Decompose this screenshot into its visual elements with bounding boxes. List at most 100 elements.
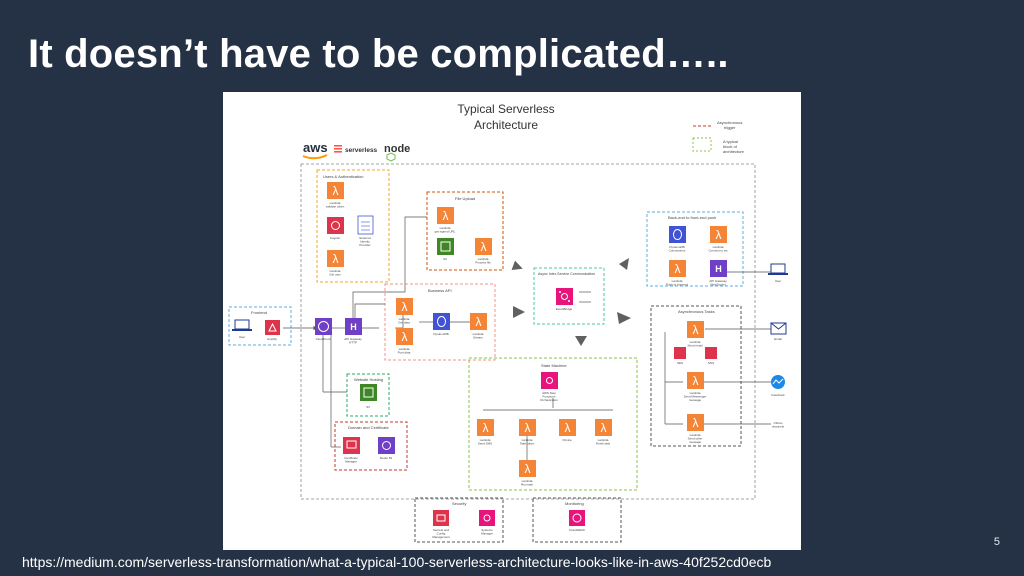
svg-text:Domain and Certificate: Domain and Certificate: [348, 425, 389, 430]
page-number: 5: [993, 536, 1000, 548]
svg-text:File Upload: File Upload: [455, 196, 475, 201]
svg-text:Monitoring: Monitoring: [565, 501, 584, 506]
group-website-hosting: Website Hosting: [346, 373, 390, 417]
legend-async-text2: trigger: [724, 125, 736, 130]
group-frontend: Frontend: [228, 306, 292, 346]
diagram-title-line1: Typical Serverless: [457, 102, 554, 116]
lambda-email-icon: λ: [687, 321, 704, 338]
svg-text:State Machine: State Machine: [541, 363, 567, 368]
group-state-machine: State Machine: [468, 357, 638, 491]
group-monitoring: Monitoring: [532, 497, 622, 543]
group-domain-cert: Domain and Certificate: [334, 421, 408, 471]
svg-text:λ: λ: [565, 421, 571, 435]
dynamodb-conn-icon: [669, 226, 686, 243]
lambda-user-icon: λ: [327, 250, 344, 267]
label-facebook: Facebook: [771, 393, 785, 397]
label-dynamodb: DynamoDB: [433, 332, 448, 336]
api-gateway-icon: H: [345, 318, 362, 335]
svg-text:λ: λ: [693, 416, 699, 430]
label-user-right: User: [775, 279, 781, 283]
svg-text:Back-end to front-end push: Back-end to front-end push: [668, 215, 716, 220]
cert-manager-icon: [343, 437, 360, 454]
svg-text:λ: λ: [675, 262, 681, 276]
svg-text:Asynchronous Tasks: Asynchronous Tasks: [678, 309, 715, 314]
s3-upload-icon: [437, 238, 454, 255]
label-sm-choice: Choice: [562, 438, 572, 442]
legend-block-text2: block of: [723, 144, 738, 149]
diagram-title-line2: Architecture: [474, 118, 538, 132]
svg-text:λ: λ: [693, 323, 699, 337]
serverless-logo: serverless: [334, 145, 378, 154]
svg-text:H: H: [350, 322, 357, 332]
svg-text:λ: λ: [476, 315, 482, 329]
legend-block-text3: architecture: [723, 149, 745, 154]
dynamodb-icon: [433, 313, 450, 330]
label-ses: SES: [677, 361, 683, 365]
group-security: Security: [414, 497, 504, 543]
label-user-left: User: [239, 335, 245, 339]
node-logo: node: [384, 143, 410, 162]
lambda-auth-icon: λ: [327, 182, 344, 199]
svg-text:λ: λ: [525, 421, 531, 435]
facebook-icon: [771, 375, 785, 389]
label-cognito: Cognito: [330, 236, 341, 240]
svg-text:λ: λ: [443, 209, 449, 223]
svg-text:Async Inter-Service Communicat: Async Inter-Service Communication: [538, 272, 595, 276]
svg-text:Website Hosting: Website Hosting: [354, 377, 383, 382]
lambda-other-icon: λ: [687, 414, 704, 431]
svg-text:λ: λ: [525, 462, 531, 476]
external-idp-icon: [357, 215, 374, 235]
svg-text:λ: λ: [716, 228, 722, 242]
sm-lambda4-icon: λ: [519, 460, 536, 477]
sm-lambda2-icon: λ: [519, 419, 536, 436]
connector-lines: [283, 216, 771, 462]
lambda-upload-icon: λ: [437, 207, 454, 224]
cloudwatch-icon: [569, 510, 585, 526]
label-amplify: Amplify: [267, 337, 277, 341]
secrets-icon: [433, 510, 449, 526]
label-cloudwatch: CloudWatch: [569, 528, 586, 532]
svg-text:λ: λ: [333, 184, 339, 198]
group-backend-push: Back-end to front-end push: [646, 211, 744, 287]
lambda-connect-icon: λ: [710, 226, 727, 243]
sns-icon: [705, 347, 717, 359]
lambda-push-icon: λ: [669, 260, 686, 277]
group-users-auth: Users & Authentication: [316, 169, 390, 283]
svg-text:Frontend: Frontend: [251, 310, 267, 315]
svg-text:λ: λ: [333, 252, 339, 266]
lambda-post-icon: λ: [396, 328, 413, 345]
group-async-tasks: Asynchronous Tasks: [650, 305, 742, 447]
source-url: https://medium.com/serverless-transforma…: [22, 554, 772, 570]
aws-logo: aws: [302, 140, 328, 160]
cognito-icon: [327, 217, 344, 234]
svg-text:Business API: Business API: [428, 288, 452, 293]
systems-manager-icon: [479, 510, 495, 526]
sm-lambda3-icon: λ: [595, 419, 612, 436]
svg-text:serverless: serverless: [345, 147, 378, 154]
group-business-api: Business API: [384, 283, 496, 361]
amplify-icon: [265, 320, 280, 335]
label-eventbridge: EventBridge: [556, 307, 573, 311]
slide-title: It doesn’t have to be complicated…..: [28, 32, 729, 76]
